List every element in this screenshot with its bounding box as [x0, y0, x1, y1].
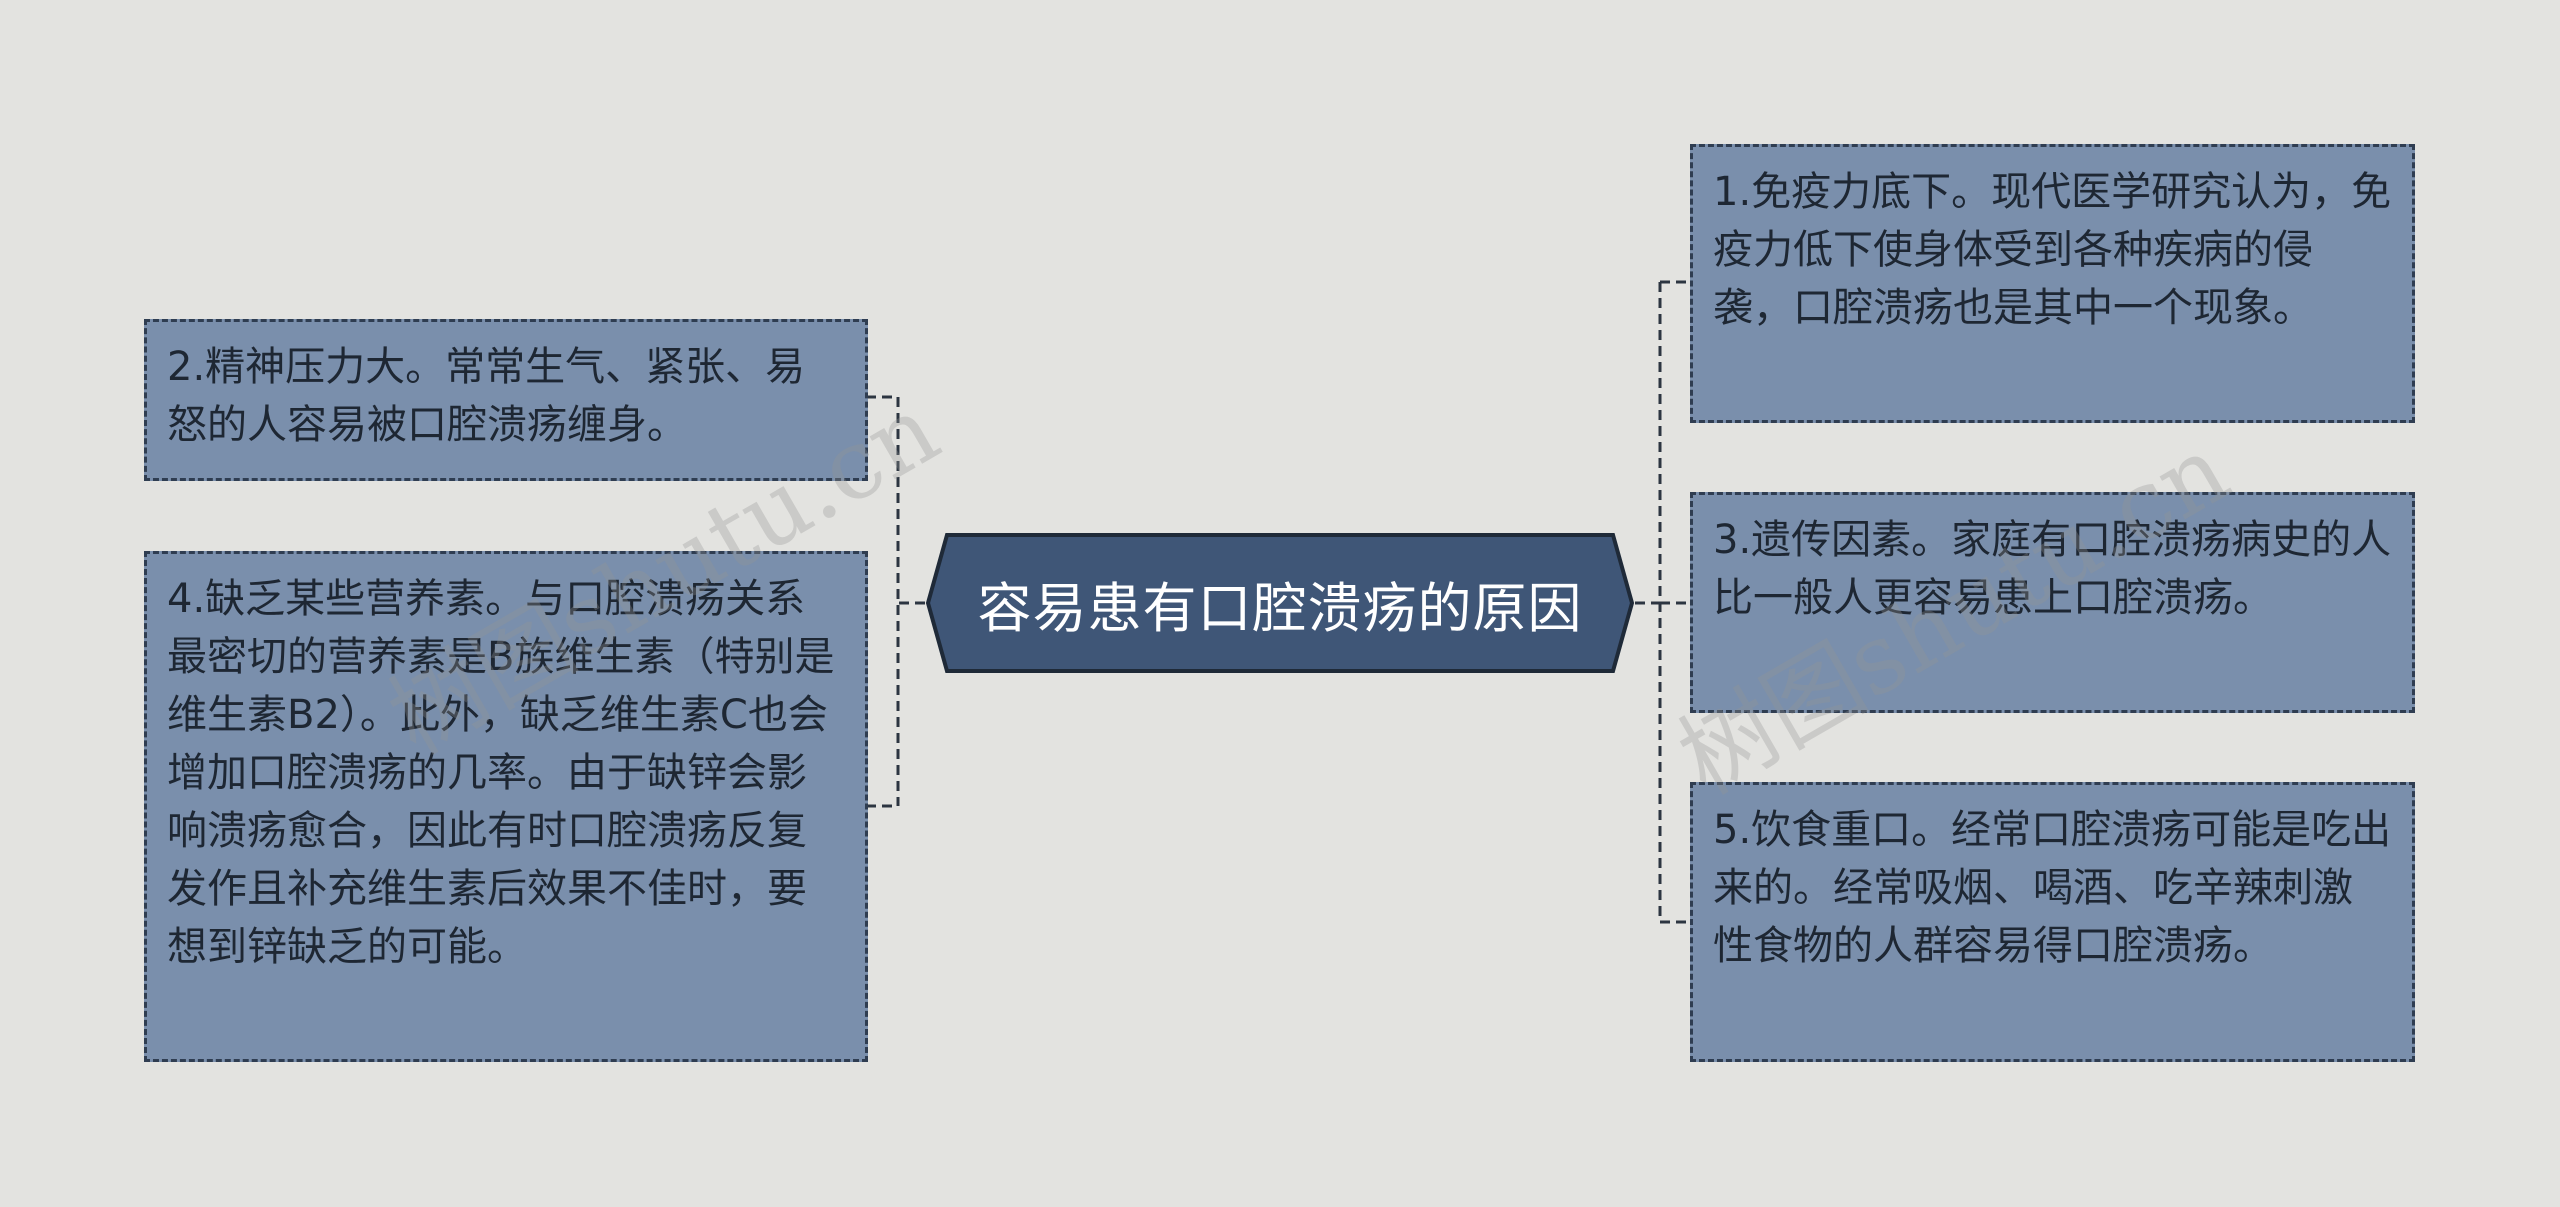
node-heavy-diet-text: 5.饮食重口。经常口腔溃疡可能是吃出来的。经常吸烟、喝酒、吃辛辣刺激性食物的人群…	[1713, 807, 2392, 969]
node-low-immunity-text: 1.免疫力底下。现代医学研究认为，免疫力低下使身体受到各种疾病的侵袭，口腔溃疡也…	[1713, 169, 2392, 331]
central-topic[interactable]: 容易患有口腔溃疡的原因	[925, 532, 1635, 674]
central-topic-label: 容易患有口腔溃疡的原因	[977, 576, 1583, 640]
node-nutrient-deficiency[interactable]: 4.缺乏某些营养素。与口腔溃疡关系最密切的营养素是B族维生素（特别是维生素B2）…	[144, 551, 868, 1062]
node-mental-stress[interactable]: 2.精神压力大。常常生气、紧张、易怒的人容易被口腔溃疡缠身。	[144, 319, 868, 481]
node-nutrient-deficiency-text: 4.缺乏某些营养素。与口腔溃疡关系最密切的营养素是B族维生素（特别是维生素B2）…	[167, 576, 835, 970]
node-heavy-diet[interactable]: 5.饮食重口。经常口腔溃疡可能是吃出来的。经常吸烟、喝酒、吃辛辣刺激性食物的人群…	[1690, 782, 2415, 1062]
node-genetic-factors-text: 3.遗传因素。家庭有口腔溃疡病史的人比一般人更容易患上口腔溃疡。	[1713, 517, 2392, 621]
central-topic-shape	[925, 533, 1635, 673]
node-genetic-factors[interactable]: 3.遗传因素。家庭有口腔溃疡病史的人比一般人更容易患上口腔溃疡。	[1690, 492, 2415, 713]
node-low-immunity[interactable]: 1.免疫力底下。现代医学研究认为，免疫力低下使身体受到各种疾病的侵袭，口腔溃疡也…	[1690, 144, 2415, 423]
node-mental-stress-text: 2.精神压力大。常常生气、紧张、易怒的人容易被口腔溃疡缠身。	[167, 344, 806, 448]
